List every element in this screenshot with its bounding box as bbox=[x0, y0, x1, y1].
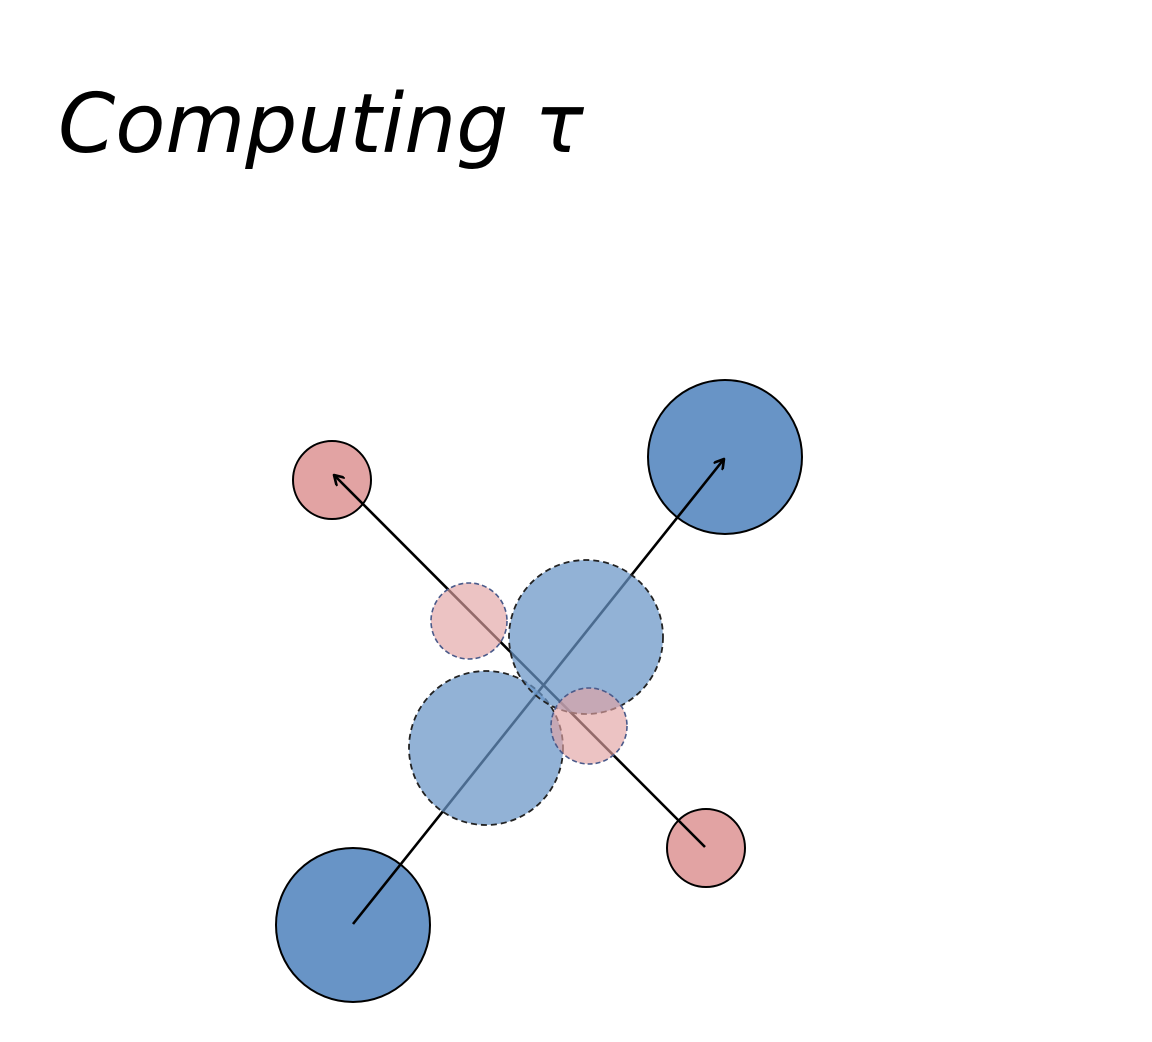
slide-title: Computing τ bbox=[58, 77, 584, 172]
red-circle-top-left bbox=[292, 440, 372, 520]
blue-circle-top-right bbox=[647, 379, 803, 535]
ghost-red-circle-lower bbox=[550, 687, 628, 765]
blue-circle-bottom-left bbox=[275, 847, 431, 1003]
ghost-red-circle-upper bbox=[430, 582, 508, 660]
